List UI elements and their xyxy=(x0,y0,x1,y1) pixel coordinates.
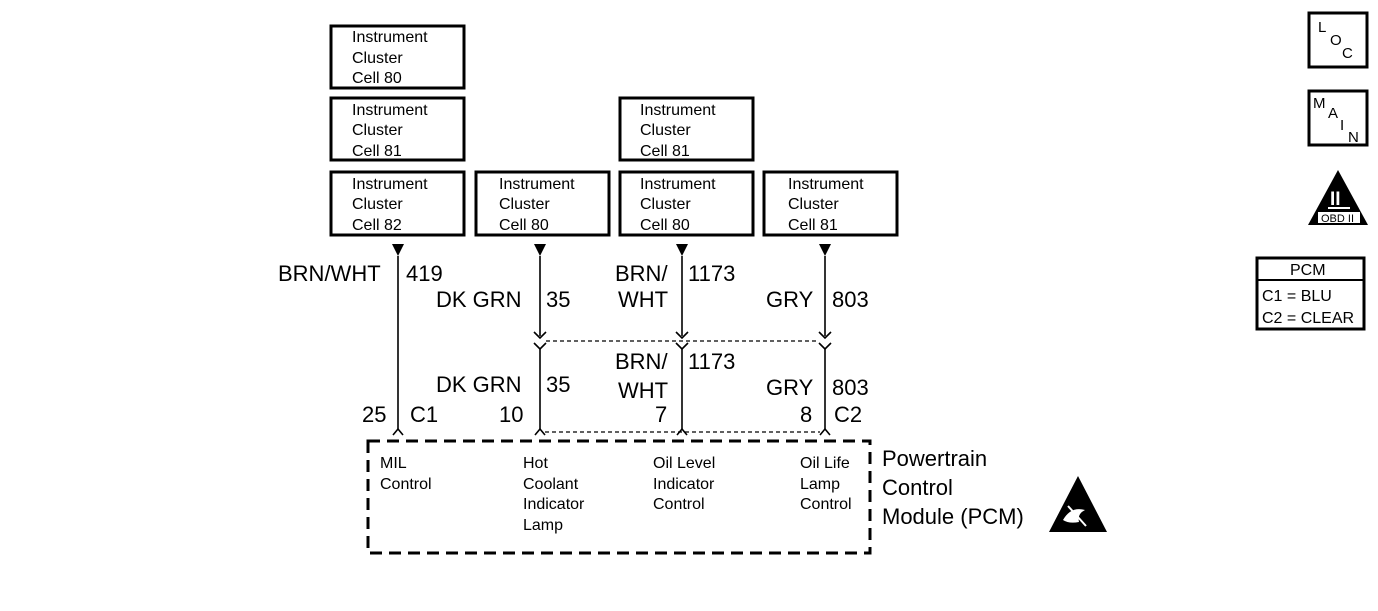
wire-color-label: BRN/ xyxy=(615,349,668,374)
cell-text: Instrument xyxy=(640,102,716,119)
function-text: Indicator xyxy=(653,476,715,493)
wire-color-label: WHT xyxy=(618,287,668,312)
pin-terminal xyxy=(392,427,404,436)
function-text: Indicator xyxy=(523,496,585,513)
wire-color-label: BRN/WHT xyxy=(278,261,381,286)
wire-color-label: BRN/ xyxy=(615,261,668,286)
connector-id: C2 xyxy=(834,402,862,427)
arrow-head xyxy=(534,244,546,256)
cell-box-4: Instrument Cluster Cell 80 xyxy=(474,170,611,237)
pin-terminal xyxy=(676,427,688,436)
cell-text: Cluster xyxy=(640,122,691,139)
loc-letter: O xyxy=(1330,32,1342,49)
pcm-function-oil-life: Oil Life Lamp Control xyxy=(800,455,852,513)
loc-letter: L xyxy=(1318,19,1326,36)
connector-id: C1 xyxy=(410,402,438,427)
circuit-number: 1173 xyxy=(688,261,735,286)
pcm-name: Control xyxy=(882,475,953,500)
circuit-number: 35 xyxy=(546,372,570,397)
obd-ii-icon[interactable]: II OBD II xyxy=(1308,170,1368,225)
loc-icon[interactable]: L O C xyxy=(1307,11,1369,69)
cell-text: Instrument xyxy=(352,102,428,119)
arrow-head xyxy=(676,244,688,256)
pcm-function-coolant: Hot Coolant Indicator Lamp xyxy=(523,455,585,534)
loc-letter: C xyxy=(1342,45,1353,62)
pcm-function-mil: MIL Control xyxy=(380,455,432,493)
function-text: Control xyxy=(653,496,705,513)
pcm-function-oil-level: Oil Level Indicator Control xyxy=(653,455,715,513)
function-text: Oil Life xyxy=(800,455,850,472)
pcm-name: Powertrain xyxy=(882,446,987,471)
pcm-connector-legend: PCM C1 = BLU C2 = CLEAR xyxy=(1255,256,1366,331)
cell-text: Cell 81 xyxy=(352,143,402,160)
circuit-number: 803 xyxy=(832,375,869,400)
cell-box-3: Instrument Cluster Cell 82 xyxy=(329,170,466,237)
circuit-number: 803 xyxy=(832,287,869,312)
wire-color-label: WHT xyxy=(618,378,668,403)
obd-label: OBD II xyxy=(1321,213,1354,225)
wire-color-label: GRY xyxy=(766,287,814,312)
cell-text: Cluster xyxy=(352,122,403,139)
cell-box-6: Instrument Cluster Cell 80 xyxy=(618,170,755,237)
main-letter: M xyxy=(1313,95,1326,112)
circuit-number: 1173 xyxy=(688,349,735,374)
cell-text: Cell 80 xyxy=(640,217,690,234)
legend-row: C2 = CLEAR xyxy=(1262,310,1354,327)
main-letter: I xyxy=(1340,117,1344,134)
cell-text: Cell 80 xyxy=(352,70,402,87)
legend-title: PCM xyxy=(1290,262,1326,279)
cell-text: Cluster xyxy=(352,196,403,213)
cell-text: Instrument xyxy=(499,176,575,193)
cell-text: Cluster xyxy=(499,196,550,213)
legend-row: C1 = BLU xyxy=(1262,288,1332,305)
arrow-head xyxy=(819,244,831,256)
main-icon[interactable]: M A I N xyxy=(1307,89,1369,147)
function-text: Control xyxy=(380,476,432,493)
cell-text: Cell 81 xyxy=(788,217,838,234)
pin-number: 10 xyxy=(499,402,523,427)
arrow-head xyxy=(392,244,404,256)
function-text: Hot xyxy=(523,455,548,472)
pin-number: 8 xyxy=(800,402,812,427)
cell-text: Cluster xyxy=(352,50,403,67)
pin-number: 25 xyxy=(362,402,386,427)
cell-text: Cell 80 xyxy=(499,217,549,234)
function-text: Lamp xyxy=(523,517,563,534)
function-text: Oil Level xyxy=(653,455,715,472)
function-text: Control xyxy=(800,496,852,513)
cell-text: Instrument xyxy=(640,176,716,193)
cell-box-5: Instrument Cluster Cell 81 xyxy=(618,96,755,162)
main-letter: N xyxy=(1348,129,1359,146)
main-letter: A xyxy=(1328,105,1338,122)
pin-terminal xyxy=(534,427,546,436)
cell-text: Instrument xyxy=(352,29,428,46)
function-text: Lamp xyxy=(800,476,840,493)
cell-box-7: Instrument Cluster Cell 81 xyxy=(762,170,899,237)
cell-box-1: Instrument Cluster Cell 80 xyxy=(329,24,466,90)
pin-number: 7 xyxy=(655,402,667,427)
cell-text: Instrument xyxy=(788,176,864,193)
function-text: Coolant xyxy=(523,476,579,493)
cell-text: Cluster xyxy=(640,196,691,213)
cell-text: Cell 82 xyxy=(352,217,402,234)
pin-terminal xyxy=(819,427,831,436)
obd-roman: II xyxy=(1330,189,1341,210)
function-text: MIL xyxy=(380,455,407,472)
wire-color-label: DK GRN xyxy=(436,287,522,312)
pcm-box xyxy=(366,439,872,555)
pcm-name: Module (PCM) xyxy=(882,504,1024,529)
circuit-number: 35 xyxy=(546,287,570,312)
cell-text: Cluster xyxy=(788,196,839,213)
cell-box-2: Instrument Cluster Cell 81 xyxy=(329,96,466,162)
esd-warning-icon xyxy=(1049,476,1107,532)
circuit-number: 419 xyxy=(406,261,443,286)
wire-color-label: DK GRN xyxy=(436,372,522,397)
cell-text: Instrument xyxy=(352,176,428,193)
cell-text: Cell 81 xyxy=(640,143,690,160)
wire-color-label: GRY xyxy=(766,375,814,400)
